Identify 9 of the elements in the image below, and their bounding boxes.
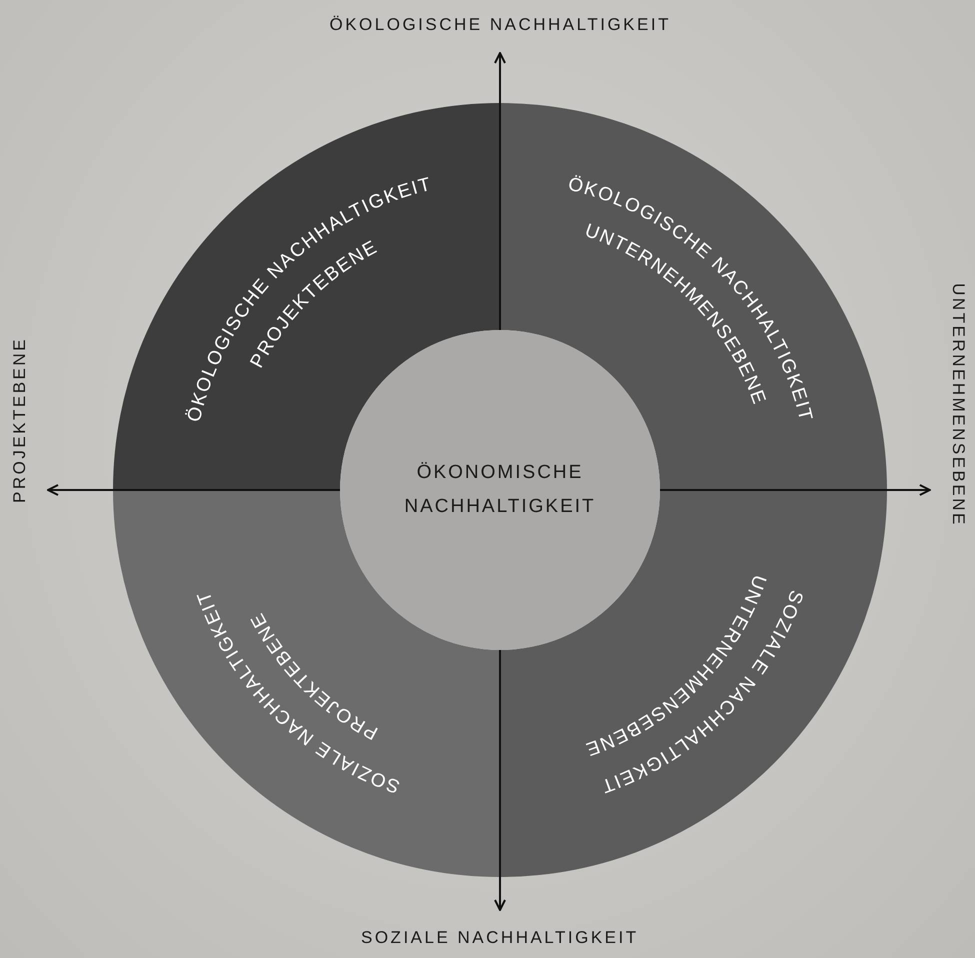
center-label: ÖKONOMISCHE NACHHALTIGKEIT — [403, 461, 597, 519]
axis-label: ÖKOLOGISCHE NACHHALTIGKEIT — [330, 15, 671, 35]
arrow — [494, 52, 506, 330]
arrow — [47, 484, 340, 496]
axis-label: UNTERNEHMENSEBENE — [948, 283, 968, 527]
axis-label: PROJEKTEBENE — [10, 336, 30, 504]
arrow — [494, 650, 506, 911]
arrow — [660, 484, 931, 496]
axis-label: SOZIALE NACHHALTIGKEIT — [361, 928, 639, 948]
